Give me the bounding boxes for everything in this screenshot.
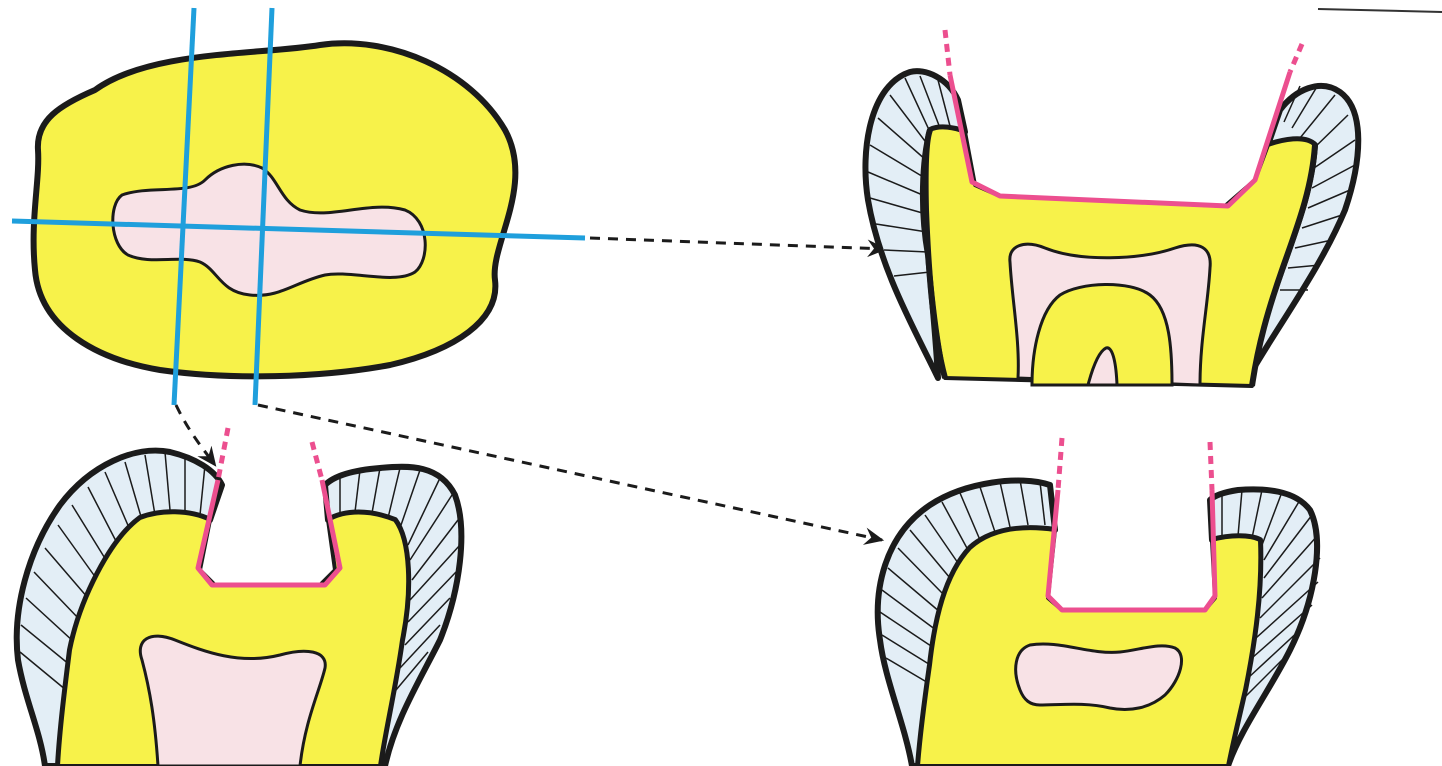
- arrow-to-mesiodistal: [590, 238, 885, 249]
- cavity-extension-left-wide: [1058, 438, 1062, 490]
- cavity-wall-mesiodistal: [950, 72, 1290, 206]
- dentin-wide: [918, 528, 1260, 766]
- cavity-extension-right-wide: [1210, 442, 1212, 490]
- cavity-extension-left-md: [945, 30, 950, 75]
- section-buccolingual-wide: [878, 438, 1320, 766]
- cavity-wall-wide: [1048, 490, 1215, 610]
- cavity-extension-right-narrow: [312, 442, 322, 480]
- pulp-wide: [1016, 644, 1182, 710]
- occlusal-view: [12, 8, 585, 405]
- section-mesiodistal: [865, 30, 1358, 386]
- cavity-extension-left-narrow: [218, 428, 228, 480]
- cavity-extension-right-md: [1290, 44, 1302, 72]
- corner-stroke: [1318, 9, 1442, 12]
- section-buccolingual-narrow: [17, 428, 462, 766]
